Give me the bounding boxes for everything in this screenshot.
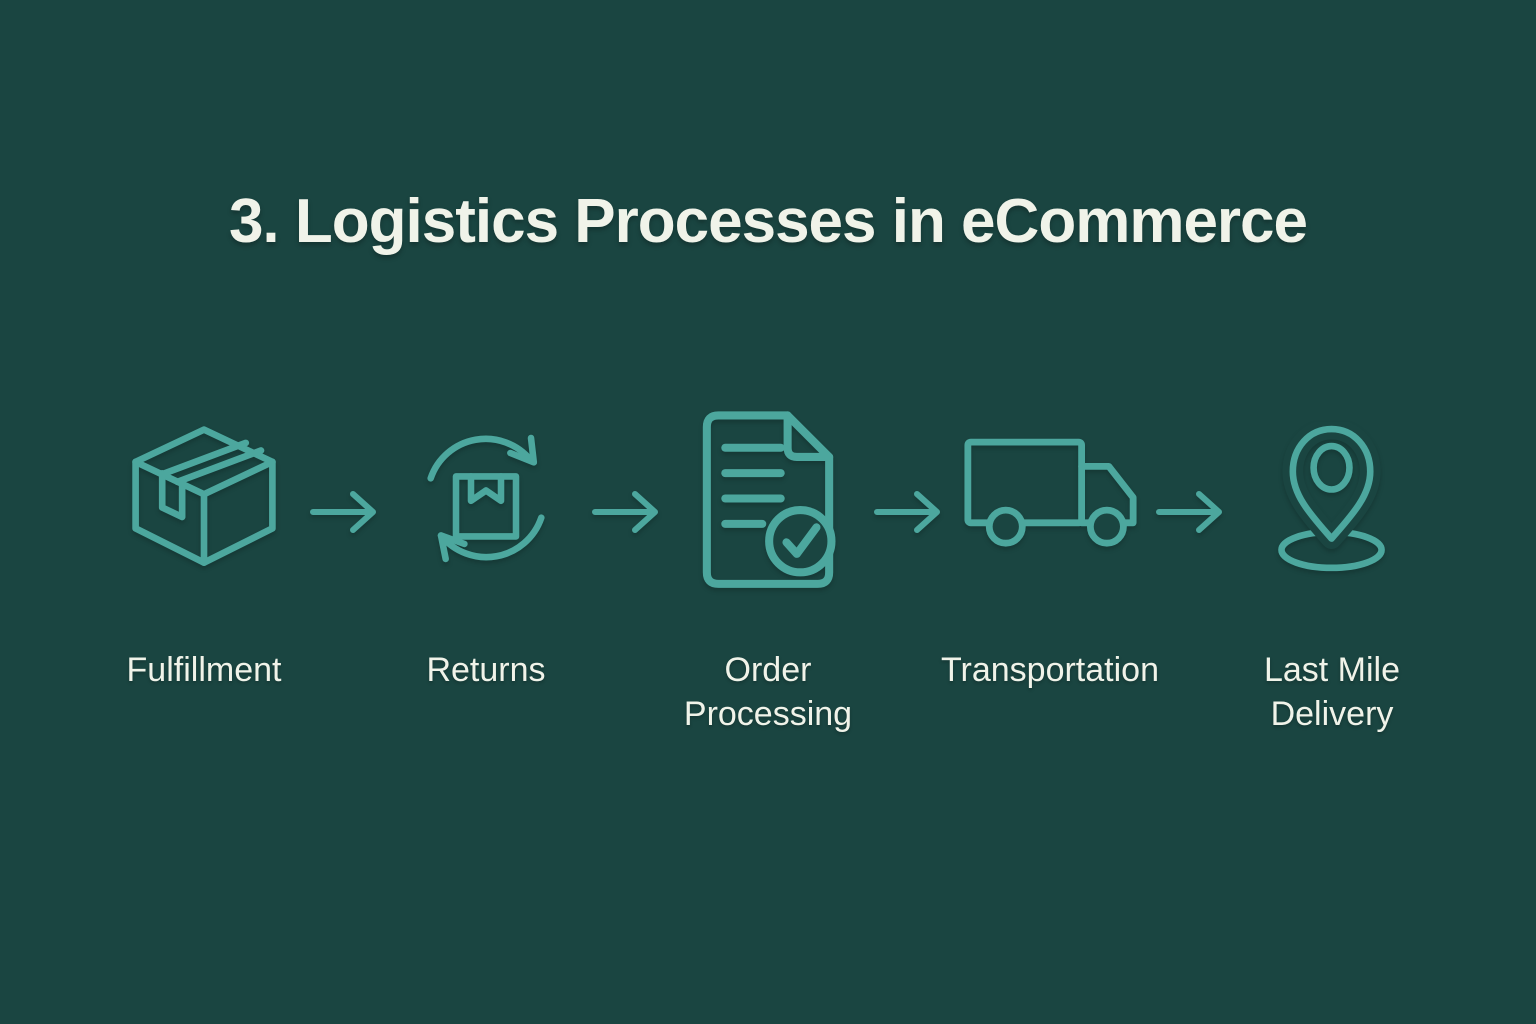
step-label: Fulfillment <box>126 651 282 689</box>
right-arrow-icon <box>873 484 945 545</box>
step-label: Returns <box>426 651 546 689</box>
step-label: Transportation <box>941 651 1159 689</box>
right-arrow-icon <box>1155 484 1227 545</box>
step-label: Last Mile Delivery <box>1263 651 1401 734</box>
package-box-icon <box>128 398 280 598</box>
order-document-check-icon <box>693 398 843 598</box>
location-pin-icon <box>1273 398 1391 598</box>
step-label: Order Processing <box>683 651 853 734</box>
delivery-truck-icon <box>963 398 1138 598</box>
right-arrow-icon <box>309 484 381 545</box>
slide-title: 3. Logistics Processes in eCommerce <box>228 187 1308 256</box>
process-step-fulfillment: Fulfillment <box>99 398 309 692</box>
process-step-returns: Returns <box>381 398 591 692</box>
process-step-last-mile-delivery: Last Mile Delivery <box>1227 398 1437 736</box>
process-step-transportation: Transportation <box>941 398 1159 692</box>
right-arrow-icon <box>591 484 663 545</box>
process-flow: Fulfillment Returns <box>0 398 1536 736</box>
process-step-order-processing: Order Processing <box>663 398 873 736</box>
returns-cycle-icon <box>411 398 561 598</box>
